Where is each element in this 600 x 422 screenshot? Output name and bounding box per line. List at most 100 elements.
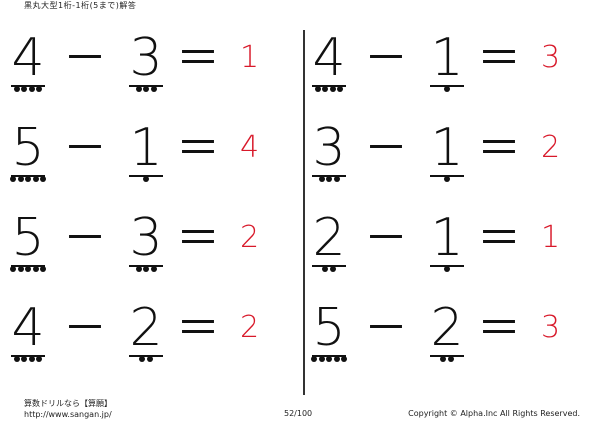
subtrahend-underline xyxy=(430,355,464,357)
counting-dot xyxy=(333,356,340,362)
subtrahend-underline xyxy=(430,85,464,87)
answer-value: 2 xyxy=(541,130,561,165)
equals-sign: ＝ xyxy=(477,123,521,174)
counting-dot xyxy=(341,356,347,362)
counting-dot xyxy=(150,266,157,272)
equals-sign: ＝ xyxy=(176,213,220,264)
counting-dot xyxy=(444,266,450,272)
minuend-dots xyxy=(309,266,349,274)
subtrahend-digit: 2 xyxy=(430,298,464,358)
subtrahend-dots xyxy=(126,356,166,364)
subtrahend-digit: 1 xyxy=(430,118,464,178)
problem-row: 2－1＝1 xyxy=(309,202,599,292)
minus-sign: － xyxy=(63,303,107,354)
minuend: 3 xyxy=(309,120,349,190)
footer-site-name: 算数ドリルなら【算願】 xyxy=(24,399,112,408)
counting-dot xyxy=(333,176,340,182)
counting-dot xyxy=(10,176,16,182)
counting-dot xyxy=(444,86,450,92)
minuend-digit: 4 xyxy=(312,28,346,88)
answer-value: 3 xyxy=(541,40,561,75)
answer-value: 1 xyxy=(240,40,260,75)
subtrahend: 3 xyxy=(126,30,166,100)
minuend-digit: 3 xyxy=(312,118,346,178)
minus-sign: － xyxy=(364,213,408,264)
minuend-underline xyxy=(312,355,346,357)
subtrahend-digit: 2 xyxy=(129,298,163,358)
minuend-digit: 5 xyxy=(312,298,346,358)
counting-dot xyxy=(36,86,43,92)
equals-sign: ＝ xyxy=(176,33,220,84)
counting-dot xyxy=(40,176,46,182)
counting-dot xyxy=(143,176,149,182)
minus-sign: － xyxy=(364,123,408,174)
counting-dot xyxy=(13,356,20,362)
minuend-dots xyxy=(309,176,349,184)
problem-row: 5－1＝4 xyxy=(8,112,298,202)
problem-row: 3 － 1 ＝ 2 xyxy=(309,112,599,202)
answer-value: 4 xyxy=(240,130,260,165)
minuend-underline xyxy=(11,85,45,87)
counting-dot xyxy=(36,356,43,362)
minus-sign: － xyxy=(63,213,107,264)
counting-dot xyxy=(40,266,46,272)
counting-dot xyxy=(25,176,31,182)
answer-value: 2 xyxy=(240,310,260,345)
minuend: 5 xyxy=(8,120,48,190)
answer-value: 2 xyxy=(240,220,260,255)
subtrahend-dots xyxy=(427,356,467,364)
subtrahend-dots xyxy=(126,266,166,274)
column-divider xyxy=(303,30,305,395)
left-column: 4－3＝1 5－1＝4 5－3＝2 4－2＝2 xyxy=(8,22,298,382)
minuend-digit: 4 xyxy=(11,298,45,358)
minuend: 5 xyxy=(8,210,48,280)
minus-sign: － xyxy=(364,33,408,84)
footer-url-link[interactable]: http://www.sangan.jp/ xyxy=(24,410,112,419)
minuend-underline xyxy=(312,265,346,267)
counting-dot xyxy=(143,266,149,272)
subtrahend-digit: 1 xyxy=(430,208,464,268)
subtrahend-digit: 1 xyxy=(430,28,464,88)
problem-row: 4－3＝1 xyxy=(8,22,298,112)
subtrahend-digit: 3 xyxy=(129,28,163,88)
counting-dot xyxy=(21,356,28,362)
problem-row: 4－1＝3 xyxy=(309,22,599,112)
counting-dot xyxy=(143,86,149,92)
counting-dot xyxy=(311,356,317,362)
subtrahend: 1 xyxy=(427,210,467,280)
counting-dot xyxy=(146,356,153,362)
counting-dot xyxy=(322,266,329,272)
counting-dot xyxy=(318,176,325,182)
counting-dot xyxy=(32,176,39,182)
subtrahend-underline xyxy=(129,175,163,177)
minus-sign: － xyxy=(63,33,107,84)
counting-dot xyxy=(326,356,332,362)
copyright-text: Copyright © Alpha.Inc All Rights Reserve… xyxy=(408,409,580,418)
subtrahend-dots xyxy=(427,86,467,94)
counting-dot xyxy=(329,86,336,92)
subtrahend-dots xyxy=(427,176,467,184)
subtrahend: 3 xyxy=(126,210,166,280)
counting-dot xyxy=(10,266,16,272)
counting-dot xyxy=(135,266,142,272)
minuend-dots xyxy=(8,86,48,94)
counting-dot xyxy=(337,86,344,92)
subtrahend-dots xyxy=(427,266,467,274)
minuend-digit: 2 xyxy=(312,208,346,268)
minuend-dots xyxy=(8,356,48,364)
minuend-underline xyxy=(312,85,346,87)
counting-dot xyxy=(13,86,20,92)
minuend-dots xyxy=(8,176,48,184)
subtrahend-underline xyxy=(129,265,163,267)
minuend: 5 xyxy=(309,300,349,370)
minus-sign: － xyxy=(364,303,408,354)
subtrahend-dots xyxy=(126,176,166,184)
counting-dot xyxy=(440,356,447,362)
minuend: 2 xyxy=(309,210,349,280)
subtrahend-underline xyxy=(129,355,163,357)
subtrahend: 1 xyxy=(427,30,467,100)
counting-dot xyxy=(447,356,454,362)
minuend-dots xyxy=(8,266,48,274)
minuend: 4 xyxy=(8,300,48,370)
counting-dot xyxy=(326,176,332,182)
